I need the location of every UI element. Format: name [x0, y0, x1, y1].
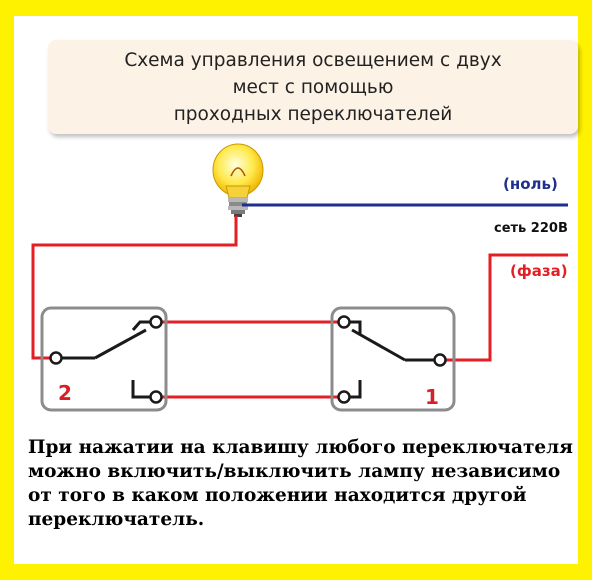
lamp-to-switch-wire: [31, 216, 238, 360]
terminal-1-top: [337, 315, 351, 329]
terminal-1-common: [433, 353, 447, 367]
caption-line-2: можно включить/выключить лампу независим…: [28, 461, 561, 482]
caption-line-1: При нажатии на клавишу любого переключат…: [28, 437, 573, 458]
title-line-3: проходных переключателей: [173, 103, 453, 125]
terminal-2-common: [49, 351, 63, 365]
caption: При нажатии на клавишу любого переключат…: [28, 436, 576, 532]
switch-2-contacts: [60, 320, 150, 399]
terminal-1-bottom: [337, 390, 351, 404]
phase-label: (фаза): [510, 262, 568, 280]
phase-wire: [440, 253, 568, 362]
terminal-2-top: [149, 315, 163, 329]
terminal-2-bottom: [149, 390, 163, 404]
title-line-2: мест с помощью: [232, 76, 394, 98]
title-box: Схема управления освещением с двух мест …: [48, 40, 578, 134]
switch-box-1: [330, 306, 456, 412]
caption-line-3: от того в каком положении находится друг…: [28, 485, 527, 506]
title-line-1: Схема управления освещением с двух: [124, 49, 502, 71]
light-bulb-icon: [212, 143, 264, 217]
neutral-label: (ноль): [503, 175, 558, 193]
switch-box-2: [40, 306, 168, 412]
caption-line-4: переключатель.: [28, 509, 205, 530]
switch-2-number: 2: [58, 381, 72, 405]
switch-1-number: 1: [425, 385, 439, 409]
network-label: сеть 220В: [494, 221, 568, 236]
